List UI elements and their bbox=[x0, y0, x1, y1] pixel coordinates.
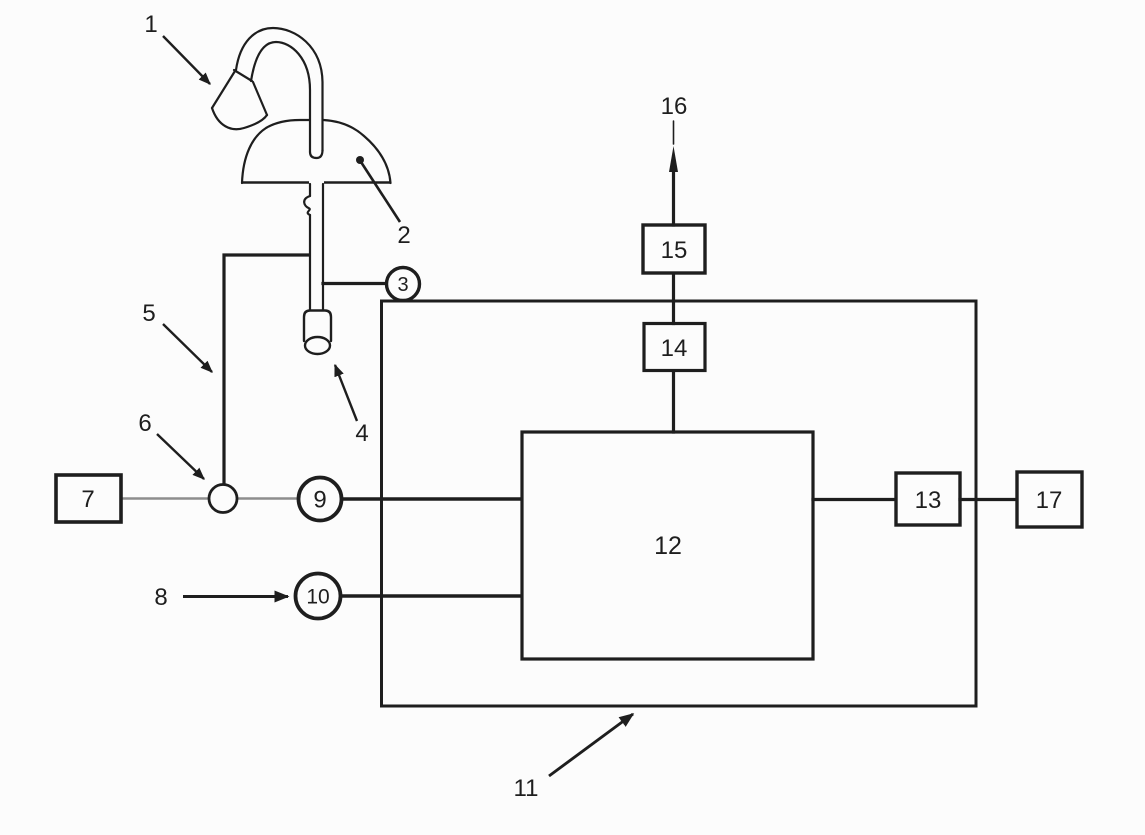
callout-leader-5 bbox=[162, 323, 213, 373]
callout-leader-2 bbox=[359, 161, 402, 223]
dome-assembly bbox=[240, 118, 392, 185]
label-11: 11 bbox=[514, 775, 539, 802]
gooseneck-tube-inner-wall bbox=[249, 40, 312, 154]
terminal-box-17 bbox=[1015, 470, 1084, 529]
label-13: 13 bbox=[915, 487, 942, 514]
gooseneck-tube-outer-wall bbox=[234, 26, 324, 153]
port-circle-9 bbox=[296, 475, 344, 523]
label-2: 2 bbox=[397, 222, 410, 249]
callout-leader-1 bbox=[162, 35, 211, 85]
dip-tube-assembly bbox=[302, 182, 333, 356]
label-8: 8 bbox=[154, 584, 167, 611]
callout-leader-6 bbox=[156, 433, 205, 480]
funnel-cone-right-edge bbox=[251, 80, 269, 117]
dome-outline-left bbox=[240, 118, 311, 185]
label-12: 12 bbox=[654, 532, 682, 560]
port-circle-10 bbox=[293, 571, 343, 621]
label-6: 6 bbox=[138, 410, 151, 437]
callout-leader-4 bbox=[333, 363, 359, 422]
callout-arrow-11 bbox=[548, 712, 635, 778]
label-3: 3 bbox=[397, 274, 408, 296]
main-unit-box-12 bbox=[520, 430, 815, 661]
callout-leaders bbox=[156, 35, 635, 778]
sleeve-bottom-ellipse bbox=[303, 335, 332, 356]
exhaust-arrowhead bbox=[669, 146, 678, 172]
module-box-14 bbox=[642, 321, 707, 373]
funnel-inlet-assembly bbox=[210, 26, 324, 160]
funnel-cone-left-edge bbox=[210, 69, 237, 110]
number-labels: 1 2 3 4 5 6 7 8 9 10 11 12 13 14 15 16 1… bbox=[81, 11, 1062, 802]
tube-end-cap bbox=[308, 148, 324, 160]
tube-break-mark bbox=[303, 194, 312, 217]
enclosure-box bbox=[380, 299, 978, 708]
label-7: 7 bbox=[81, 486, 94, 513]
dome-outline-right bbox=[322, 118, 392, 185]
sleeve-body bbox=[302, 309, 333, 343]
label-17: 17 bbox=[1036, 487, 1063, 514]
label-16: 16 bbox=[661, 93, 688, 120]
junction-circle-6 bbox=[207, 483, 239, 514]
funnel-neck-line bbox=[232, 68, 254, 83]
label-15: 15 bbox=[661, 237, 688, 264]
bypass-line bbox=[222, 253, 311, 486]
label-4: 4 bbox=[355, 420, 368, 447]
inlet-box-7 bbox=[54, 473, 123, 524]
label-9: 9 bbox=[313, 487, 326, 514]
label-10: 10 bbox=[306, 586, 329, 609]
label-5: 5 bbox=[142, 300, 155, 327]
label-14: 14 bbox=[661, 335, 688, 362]
funnel-mouth-rim bbox=[210, 106, 269, 131]
label-1: 1 bbox=[144, 11, 157, 38]
sensor-circle-3 bbox=[384, 265, 422, 303]
